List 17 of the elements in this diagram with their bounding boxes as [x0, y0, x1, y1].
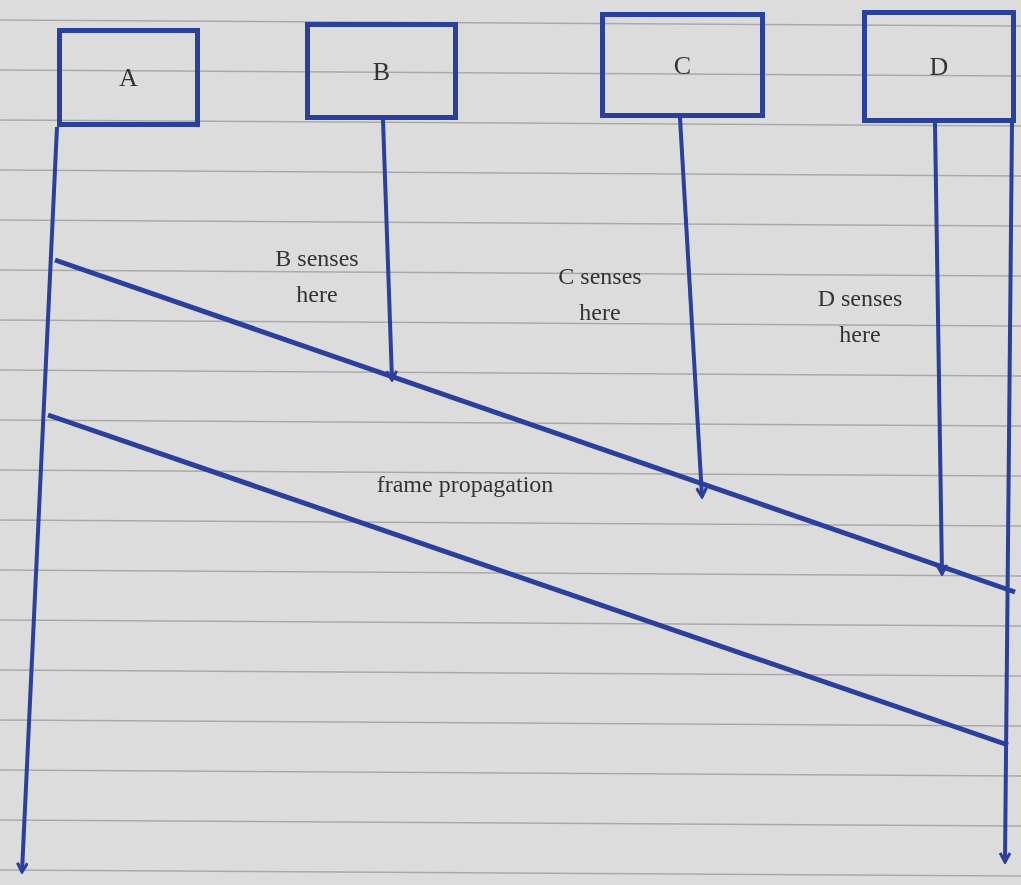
arrow — [933, 122, 949, 576]
station-label: C — [673, 49, 692, 82]
station-box — [57, 28, 200, 127]
station-box — [600, 12, 765, 118]
sense-note: C senses here — [557, 262, 643, 327]
arrow — [15, 126, 59, 874]
arrow — [381, 119, 399, 382]
station-box — [305, 22, 458, 120]
station-label: B — [372, 55, 391, 88]
station-label: A — [119, 62, 138, 94]
frame-label: frame propagation — [375, 470, 555, 499]
sense-note: D senses here — [816, 284, 904, 349]
station-box — [862, 10, 1016, 123]
arrow — [678, 117, 708, 499]
arrow — [998, 123, 1014, 864]
station-label: D — [929, 51, 949, 83]
sense-note: B senses here — [274, 244, 360, 309]
